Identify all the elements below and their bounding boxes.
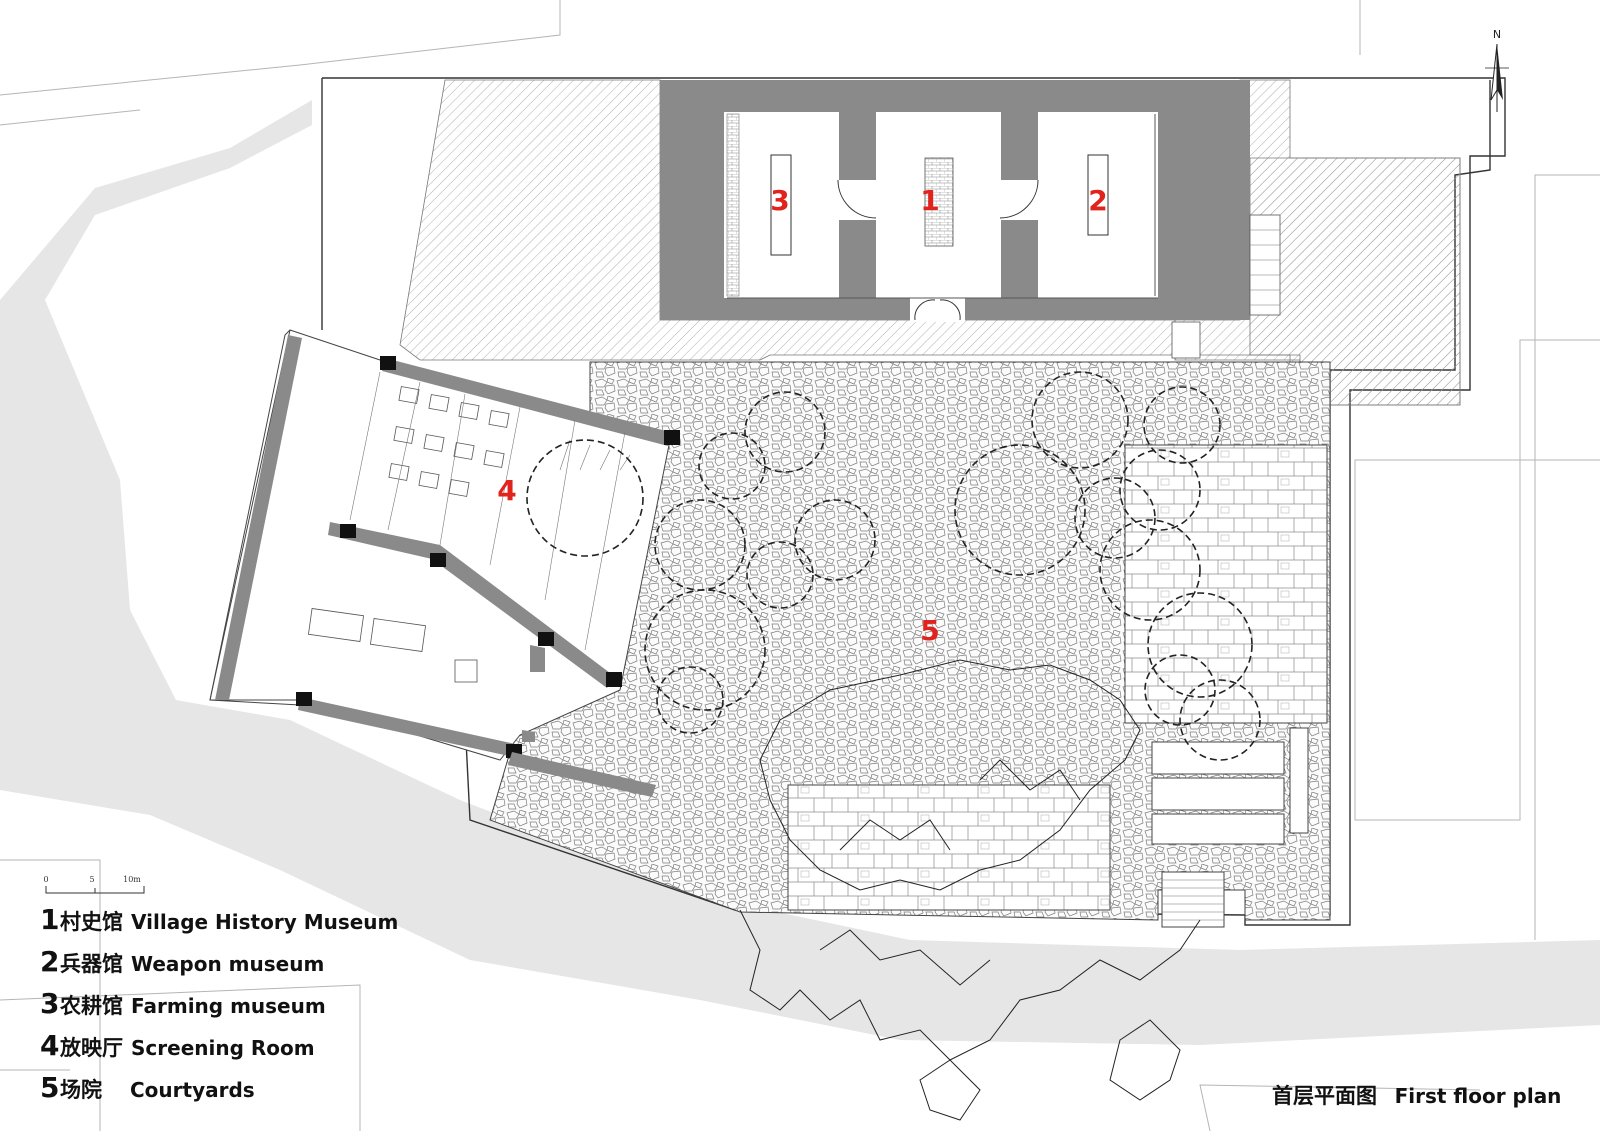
main-hall — [660, 80, 1281, 359]
legend-item: 1 村史馆 Village History Museum — [40, 903, 398, 945]
legend-english-name: Courtyards — [130, 1078, 255, 1102]
legend-number: 5 — [40, 1071, 60, 1104]
courtyard-paving — [489, 361, 1331, 928]
scale-tick-10: 10m — [123, 875, 141, 884]
legend-english-name: Village History Museum — [131, 910, 399, 934]
legend-number: 2 — [40, 945, 60, 978]
road-terrain — [0, 100, 1600, 1045]
legend-item: 3 农耕馆 Farming museum — [40, 987, 398, 1029]
legend-number: 4 — [40, 1029, 60, 1062]
legend-chinese-name: 场院 — [60, 1078, 102, 1102]
legend-chinese-name: 农耕馆 — [60, 994, 123, 1018]
legend-chinese-name: 兵器馆 — [60, 952, 123, 976]
legend: 1 村史馆 Village History Museum 2 兵器馆 Weapo… — [40, 903, 398, 1113]
north-arrow-icon: N — [1485, 28, 1509, 112]
scale-tick-5: 5 — [89, 875, 94, 884]
room-label-4: 4 — [497, 474, 516, 507]
legend-number: 3 — [40, 987, 60, 1020]
room-label-3: 3 — [770, 184, 789, 217]
svg-text:N: N — [1493, 28, 1501, 41]
room-label-2: 2 — [1088, 184, 1107, 217]
legend-item: 5 场院 Courtyards — [40, 1071, 398, 1113]
screening-room — [209, 329, 680, 797]
legend-item: 4 放映厅 Screening Room — [40, 1029, 398, 1071]
plan-title-english: First floor plan — [1394, 1084, 1562, 1108]
legend-number: 1 — [40, 903, 60, 936]
room-labels: 1 2 3 4 5 — [497, 184, 1107, 647]
tree-canopies — [526, 371, 1261, 761]
plan-title: 首层平面图 First floor plan — [1272, 1080, 1561, 1110]
legend-chinese-name: 放映厅 — [60, 1036, 123, 1060]
legend-item: 2 兵器馆 Weapon museum — [40, 945, 398, 987]
tree-outlines — [739, 659, 1201, 1121]
legend-english-name: Screening Room — [131, 1036, 315, 1060]
legend-english-name: Weapon museum — [131, 952, 325, 976]
legend-english-name: Farming museum — [131, 994, 326, 1018]
legend-chinese-name: 村史馆 — [60, 910, 123, 934]
room-label-5: 5 — [920, 614, 939, 647]
scale-bar-icon: 0 5 10m — [43, 875, 145, 894]
scale-tick-0: 0 — [43, 875, 48, 884]
plan-title-chinese: 首层平面图 — [1272, 1084, 1377, 1108]
room-label-1: 1 — [920, 184, 939, 217]
